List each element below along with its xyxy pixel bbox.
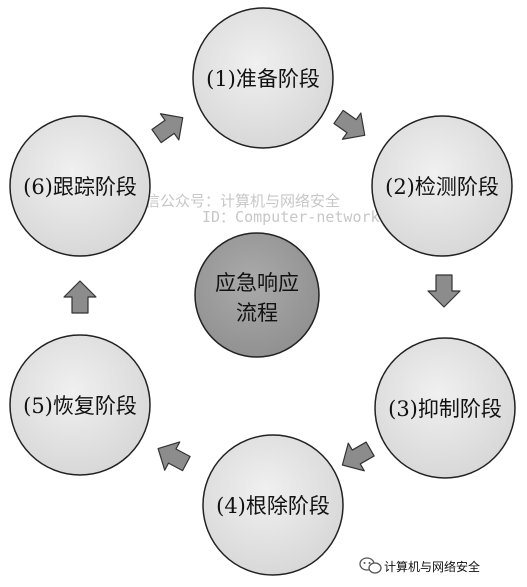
stage-3-circle <box>374 337 516 479</box>
arrow-4-to-5 <box>157 441 191 472</box>
arrow-3-to-4 <box>341 441 375 472</box>
footer-badge: 计算机与网络安全 <box>359 557 480 574</box>
stage-6-circle <box>9 115 151 257</box>
footer-text: 计算机与网络安全 <box>384 559 480 574</box>
stage-4-label: (4)根除阶段 <box>216 494 330 518</box>
watermark-line-1: 微信公众号：计算机与网络安全 <box>130 192 340 210</box>
stage-6: (6)跟踪阶段 <box>9 115 151 257</box>
stage-4-circle <box>202 434 344 576</box>
stage-5-circle <box>9 334 151 476</box>
stage-3: (3)抑制阶段 <box>374 337 516 479</box>
center-label-line-2: 流程 <box>236 301 278 325</box>
stage-2-circle <box>371 115 513 257</box>
arrow-6-to-1 <box>151 113 184 144</box>
stage-2-label: (2)检测阶段 <box>385 175 499 199</box>
stage-3-label: (3)抑制阶段 <box>388 397 502 421</box>
stage-1: (1)准备阶段 <box>192 7 334 149</box>
flow-arrows <box>63 109 461 472</box>
watermark: 微信公众号：计算机与网络安全 ID：Computer-network <box>130 192 380 226</box>
center-circle <box>194 232 320 358</box>
watermark-line-2: ID：Computer-network <box>202 208 380 226</box>
center-label-line-1: 应急响应 <box>215 271 299 295</box>
stage-4: (4)根除阶段 <box>202 434 344 576</box>
center-node: 应急响应 流程 <box>194 232 320 358</box>
arrow-2-to-3 <box>427 274 461 308</box>
stage-6-label: (6)跟踪阶段 <box>23 175 137 199</box>
arrow-5-to-6 <box>63 280 97 314</box>
arrow-1-to-2 <box>333 109 366 140</box>
stage-2: (2)检测阶段 <box>371 115 513 257</box>
wechat-icon <box>359 557 382 574</box>
stage-5-label: (5)恢复阶段 <box>23 394 137 418</box>
stage-1-label: (1)准备阶段 <box>206 67 320 91</box>
stage-1-circle <box>192 7 334 149</box>
stage-5: (5)恢复阶段 <box>9 334 151 476</box>
